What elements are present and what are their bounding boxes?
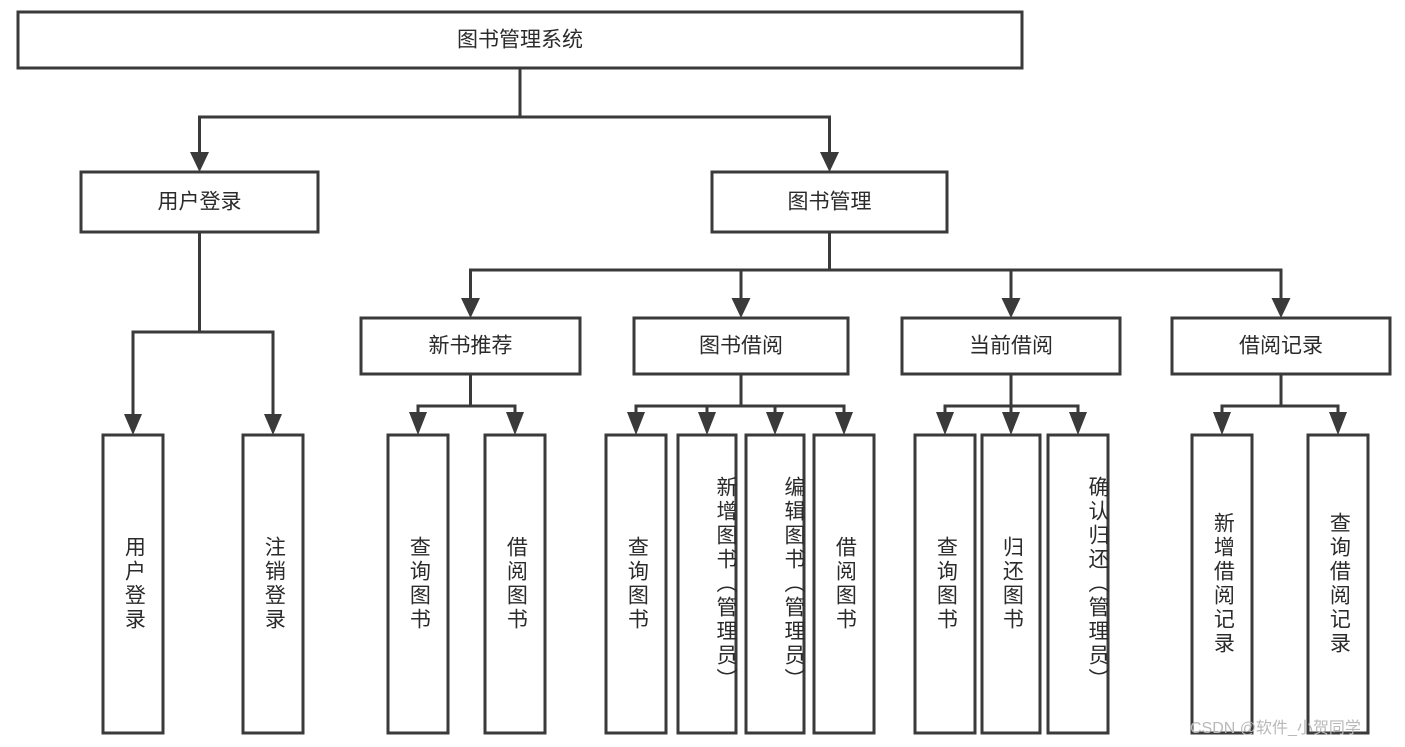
arrow-head-leaf-borrow-book-1 bbox=[506, 412, 524, 435]
node-borrow-record[interactable]: 借阅记录 bbox=[1170, 316, 1392, 376]
arrow-head-leaf-borrow-book-2 bbox=[835, 412, 853, 435]
connector-group-root bbox=[190, 66, 839, 172]
arrow-head-book-manage bbox=[820, 152, 839, 172]
node-box-borrow-record[interactable] bbox=[1170, 316, 1392, 376]
node-box-book-manage[interactable] bbox=[710, 170, 949, 234]
node-label-book-borrow: 图书借阅 bbox=[699, 335, 783, 358]
arrow-head-leaf-query-book-1 bbox=[409, 412, 427, 435]
connector-group-new-book-rec bbox=[409, 372, 524, 435]
leaf-box-query-borrow-record[interactable] bbox=[1306, 433, 1370, 735]
leaf-box-edit-book[interactable] bbox=[744, 433, 806, 735]
node-box-current-borrow[interactable] bbox=[900, 316, 1122, 376]
leaf-box-user-login[interactable] bbox=[101, 433, 165, 735]
leaf-box-confirm-return[interactable] bbox=[1046, 433, 1110, 735]
arrow-head-leaf-return-book bbox=[1002, 412, 1020, 435]
arrow-head-leaf-edit-book bbox=[766, 412, 784, 435]
arrow-head-leaf-confirm-return bbox=[1069, 412, 1087, 435]
node-label-book-manage: 图书管理 bbox=[788, 191, 872, 214]
leaf-box-logout[interactable] bbox=[241, 433, 305, 735]
node-label-new-book-recommend: 新书推荐 bbox=[429, 335, 513, 358]
node-label-root: 图书管理系统 bbox=[457, 29, 583, 52]
node-label-user-login: 用户登录 bbox=[158, 191, 242, 214]
node-current-borrow[interactable]: 当前借阅 bbox=[900, 316, 1122, 376]
arrow-head-leaf-add-book bbox=[698, 412, 716, 435]
node-label-borrow-record: 借阅记录 bbox=[1239, 335, 1323, 358]
node-root[interactable]: 图书管理系统 bbox=[16, 10, 1024, 70]
arrow-head-leaf-logout bbox=[264, 414, 282, 435]
leaf-box-query-book-current[interactable] bbox=[913, 433, 977, 735]
connector-group-user-login bbox=[124, 230, 282, 435]
node-book-manage[interactable]: 图书管理 bbox=[710, 170, 949, 234]
arrow-head-user-login bbox=[190, 152, 209, 172]
arrow-head-leaf-user-login bbox=[124, 414, 142, 435]
arrow-head-new-book-rec bbox=[461, 298, 480, 318]
watermark: CSDN @软件_小贺同学 bbox=[1190, 720, 1361, 737]
connector-group-borrow-record bbox=[1213, 372, 1347, 435]
leaf-box-query-book-borrow[interactable] bbox=[604, 433, 668, 735]
node-box-root[interactable] bbox=[16, 10, 1024, 70]
node-new-book-recommend[interactable]: 新书推荐 bbox=[359, 316, 582, 376]
arrow-head-book-borrow bbox=[731, 298, 751, 318]
connector-group-book-manage bbox=[461, 230, 1291, 318]
leaf-box-borrow-book-rec[interactable] bbox=[483, 433, 547, 735]
arrow-head-leaf-add-record bbox=[1213, 412, 1231, 435]
leaf-box-borrow-book[interactable] bbox=[812, 433, 876, 735]
arrow-head-leaf-query-book-2 bbox=[627, 412, 645, 435]
node-box-new-book-recommend[interactable] bbox=[359, 316, 582, 376]
node-book-borrow[interactable]: 图书借阅 bbox=[632, 316, 850, 376]
leaf-box-return-book[interactable] bbox=[980, 433, 1042, 735]
leaf-box-add-borrow-record[interactable] bbox=[1190, 433, 1254, 735]
arrow-head-current-borrow bbox=[1001, 298, 1021, 318]
node-box-book-borrow[interactable] bbox=[632, 316, 850, 376]
arrow-head-leaf-query-book-3 bbox=[936, 412, 954, 435]
arrow-head-borrow-record bbox=[1271, 298, 1291, 318]
arrow-head-leaf-query-record bbox=[1329, 412, 1347, 435]
node-user-login[interactable]: 用户登录 bbox=[79, 170, 320, 234]
node-label-current-borrow: 当前借阅 bbox=[969, 335, 1053, 358]
leaf-box-add-book[interactable] bbox=[676, 433, 738, 735]
connector-group-book-borrow bbox=[627, 372, 853, 435]
connector-group-current-borrow bbox=[936, 372, 1087, 435]
leaf-box-query-book-rec[interactable] bbox=[386, 433, 450, 735]
leaf-box-group bbox=[101, 433, 1370, 735]
node-box-user-login[interactable] bbox=[79, 170, 320, 234]
